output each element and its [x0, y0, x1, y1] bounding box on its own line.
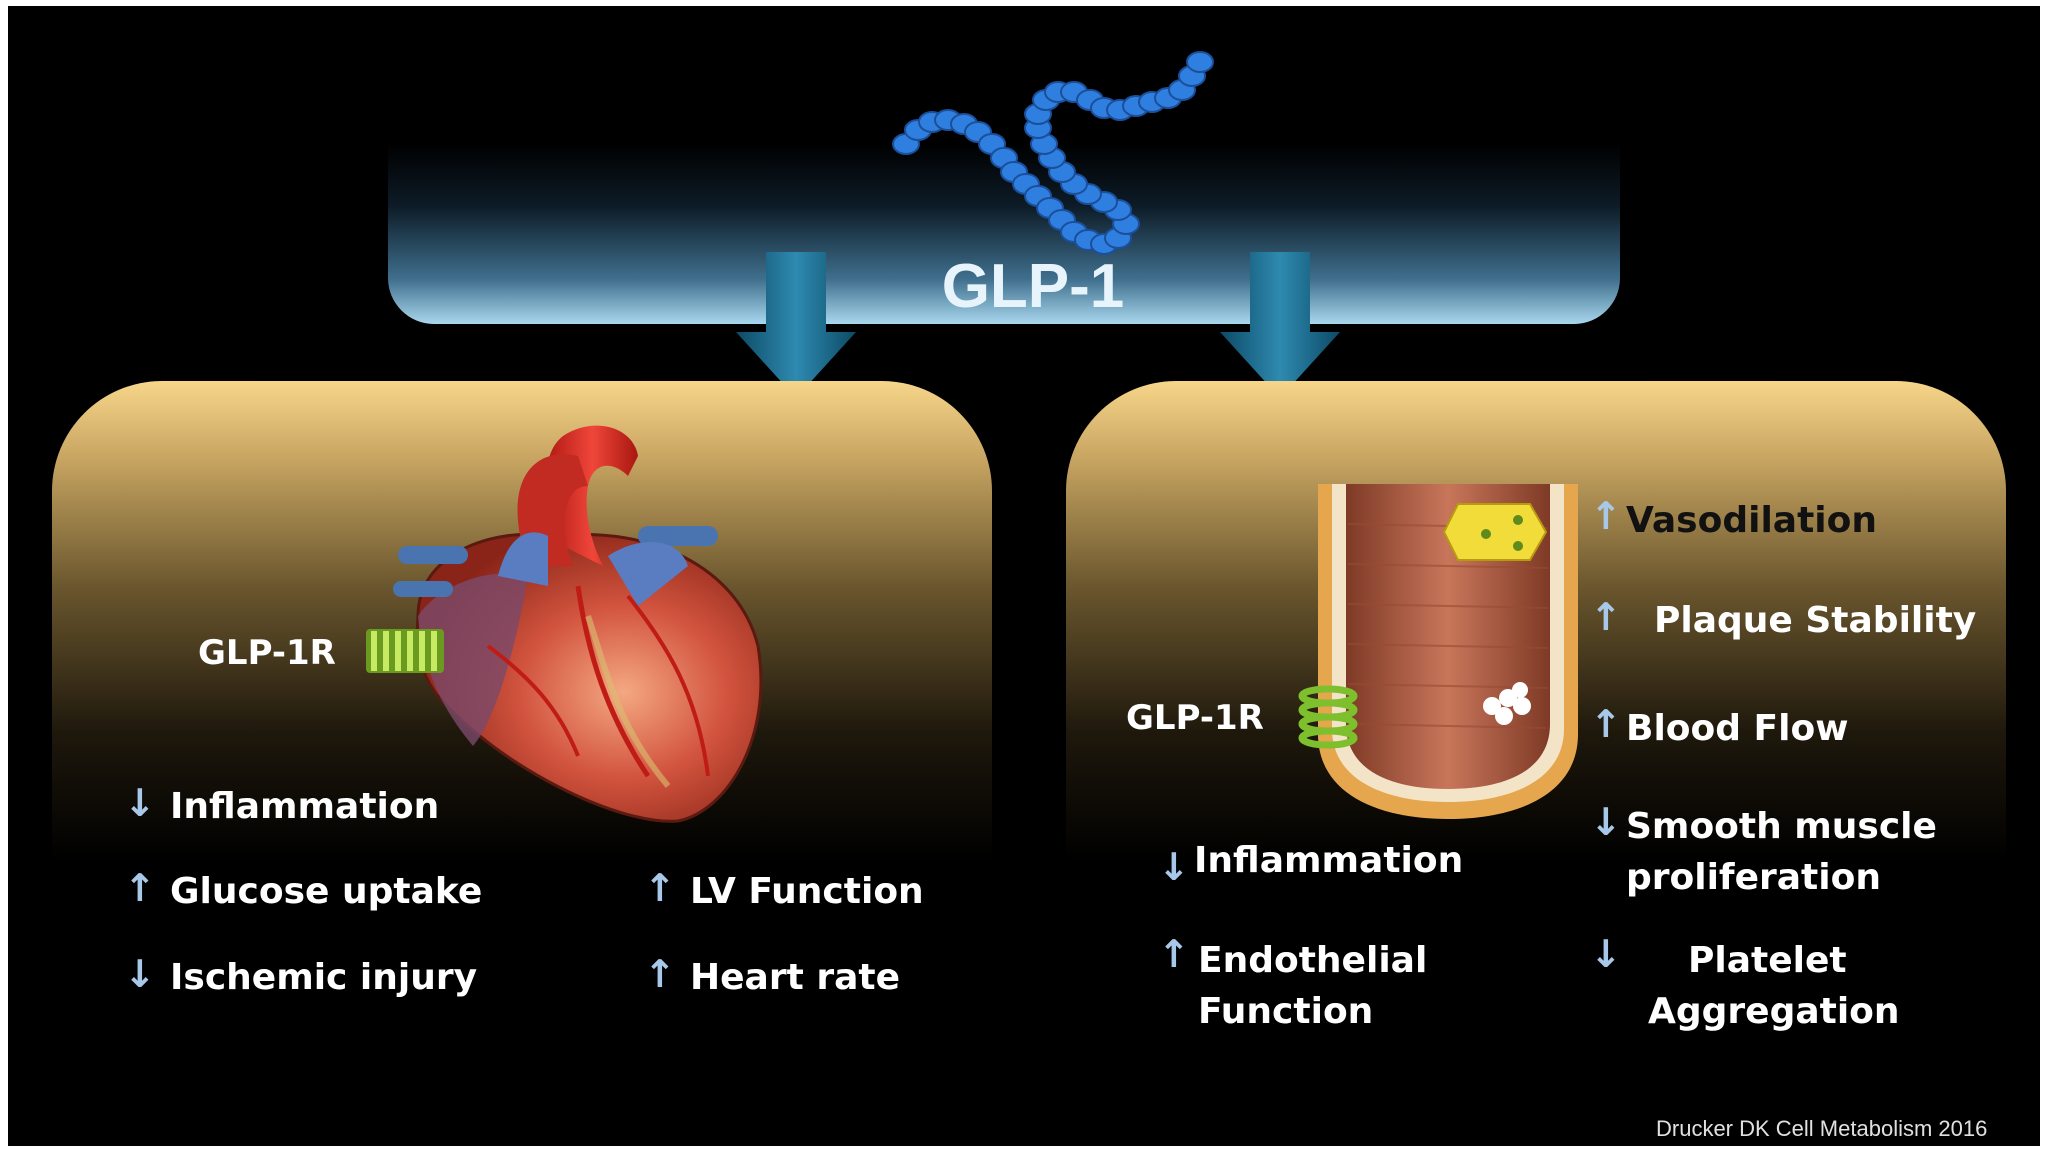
effect-platelet-line1: Platelet: [1688, 940, 1847, 981]
effect-arrow-up-icon: ↑: [644, 866, 676, 910]
effect-arrow-up-icon: ↑: [1158, 932, 1190, 976]
effect-arrow-up-icon: ↑: [644, 952, 676, 996]
effect-smooth-muscle-line2: proliferation: [1626, 857, 1881, 898]
right-down-arrow: [1220, 252, 1340, 398]
effect-vasodilation: Vasodilation: [1626, 500, 1877, 541]
effect-arrow-up-icon: ↑: [1590, 595, 1622, 639]
left-receptor-label: GLP-1R: [198, 633, 336, 673]
slide: GLP-1: [8, 6, 2040, 1146]
effect-platelet-line2: Aggregation: [1648, 991, 1900, 1032]
effect-arrow-up-icon: ↑: [1590, 702, 1622, 746]
effect-endothelial-line1: Endothelial: [1198, 940, 1428, 981]
blood-vessel-illustration: [1318, 484, 1578, 819]
effect-blood-flow: Blood Flow: [1626, 708, 1849, 749]
effect-inflammation-vessel: Inflammation: [1194, 840, 1464, 881]
citation: Drucker DK Cell Metabolism 2016: [1656, 1116, 1988, 1141]
left-down-arrow: [736, 252, 856, 398]
effect-arrow-down-icon: ↓: [1590, 932, 1622, 976]
effect-arrow-up-icon: ↑: [1590, 494, 1622, 538]
peptide-bead: [1186, 51, 1214, 73]
effect-heart-rate: Heart rate: [690, 957, 901, 998]
effect-arrow-up-icon: ↑: [124, 866, 156, 910]
effect-smooth-muscle-line1: Smooth muscle: [1626, 806, 1937, 847]
right-receptor-icon: [1298, 685, 1358, 749]
effect-endothelial-line2: Function: [1198, 991, 1374, 1032]
right-receptor-label: GLP-1R: [1126, 698, 1264, 738]
effect-arrow-down-icon: ↓: [1590, 800, 1622, 844]
effect-arrow-down-icon: ↓: [124, 781, 156, 825]
heart-illustration: [393, 425, 763, 823]
effect-plaque-stability: Plaque Stability: [1654, 600, 1977, 641]
effect-ischemic-injury: Ischemic injury: [170, 957, 478, 998]
effect-glucose-uptake: Glucose uptake: [170, 871, 483, 912]
effect-lv-function: LV Function: [690, 871, 924, 912]
effect-arrow-down-icon: ↓: [1158, 845, 1190, 889]
glp1-peptide-chain: [892, 51, 1214, 255]
effect-arrow-down-icon: ↓: [124, 952, 156, 996]
effect-inflammation-heart: Inflammation: [170, 786, 440, 827]
left-receptor-icon: [366, 629, 444, 673]
glp1-title: GLP-1: [941, 252, 1125, 321]
